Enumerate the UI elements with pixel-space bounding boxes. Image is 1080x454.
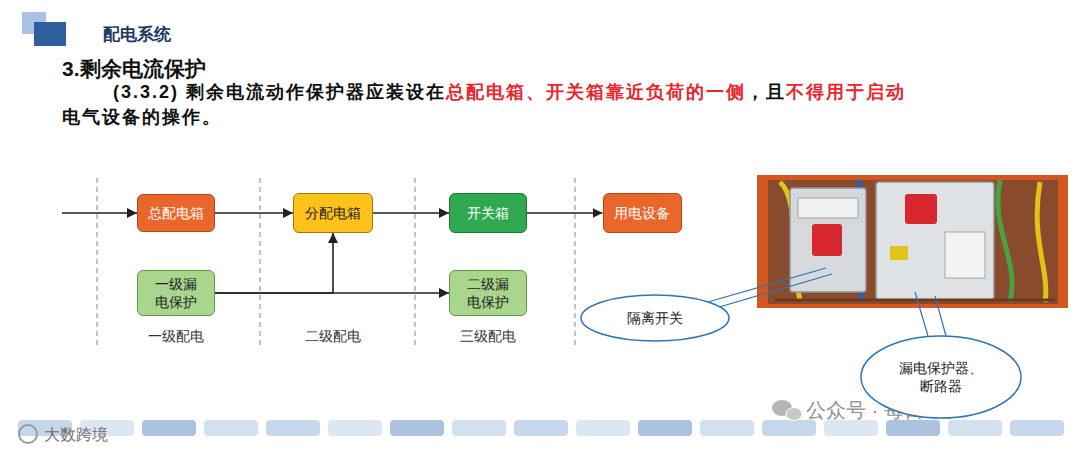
connector-arrow [215, 233, 333, 293]
breaker-handle [905, 194, 937, 224]
switch-handle [812, 224, 842, 256]
footer-bar [266, 420, 320, 436]
test-button [890, 246, 908, 260]
breaker-photo [757, 175, 1068, 308]
footer-bar [700, 420, 754, 436]
footer-bar [328, 420, 382, 436]
protection-box: 一级漏 电保护 [137, 270, 215, 316]
connector-arrow [373, 212, 449, 214]
supply-arrow [62, 212, 137, 214]
distribution-box: 开关箱 [449, 193, 527, 233]
cabinet-frame [757, 175, 1068, 308]
clause-highlight: 总配电箱、开关箱靠近负荷的一侧 [446, 82, 746, 102]
clause-highlight: 不得用于启动 [786, 82, 906, 102]
footer-bar [204, 420, 258, 436]
wire [998, 180, 1012, 302]
switch-label [798, 198, 858, 218]
distribution-box: 总配电箱 [137, 194, 215, 232]
clause-paragraph: (3.3.2) 剩余电流动作保护器应装设在总配电箱、开关箱靠近负荷的一侧，且不得… [62, 80, 1062, 130]
leader-line [915, 292, 928, 336]
footer-bar [142, 420, 196, 436]
level-divider [96, 178, 97, 346]
wechat-bubble [786, 408, 802, 421]
node-label: 隔离开关 [627, 309, 683, 327]
callout-ellipse: 隔离开关 [580, 294, 730, 342]
footer-bar [824, 420, 878, 436]
clause-text: ，且 [746, 82, 786, 102]
level-label: 三级配电 [460, 327, 516, 345]
level-divider [574, 178, 575, 346]
section-header: 配电系统 [103, 24, 171, 46]
level-label: 二级配电 [305, 327, 361, 345]
breaker-plate [945, 232, 985, 278]
wechat-icon [772, 400, 802, 421]
footer-bar [390, 420, 444, 436]
footer-bar [762, 420, 816, 436]
node-label: 开关箱 [467, 204, 509, 222]
leader-line [708, 268, 826, 302]
cabinet-inside [768, 180, 1058, 304]
clause-text: (3.3.2) 剩余电流动作保护器应装设在 [113, 82, 446, 102]
footer-bar [452, 420, 506, 436]
level-label: 一级配电 [148, 327, 204, 345]
logo-circle [19, 425, 37, 443]
node-label: 二级漏 电保护 [463, 275, 513, 311]
level-divider [414, 178, 415, 346]
level-divider [259, 178, 260, 346]
footer-bar [1010, 420, 1064, 436]
ellipse-shape [861, 336, 1021, 418]
footer-bars [18, 420, 1064, 436]
watermark: 大数跨境 [44, 424, 108, 445]
slide-heading: 3.剩余电流保护 [62, 56, 206, 82]
footer-bar [576, 420, 630, 436]
leader-line [935, 296, 946, 336]
clause-text: 电气设备的操作。 [62, 105, 1062, 130]
leakage-breaker [876, 182, 994, 300]
node-label: 总配电箱 [148, 204, 204, 222]
footer-bar [886, 420, 940, 436]
connector-arrow [215, 292, 449, 294]
footer-bar [514, 420, 568, 436]
header-icon [34, 22, 66, 46]
node-label: 漏电保护器、 断路器 [896, 359, 986, 395]
node-label: 一级漏 电保护 [151, 275, 201, 311]
leader-line [716, 274, 832, 308]
wire [1037, 182, 1046, 302]
distribution-box: 分配电箱 [293, 193, 373, 233]
node-label: 用电设备 [614, 204, 670, 222]
callout-ellipse: 漏电保护器、 断路器 [860, 335, 1022, 419]
connector-arrow [527, 212, 603, 214]
terminal-rail [775, 299, 1055, 302]
node-label: 分配电箱 [305, 204, 361, 222]
footer-bar [638, 420, 692, 436]
connector-arrow [215, 212, 293, 214]
isolating-switch [790, 188, 866, 292]
load-box: 用电设备 [603, 193, 682, 233]
footer-bar [948, 420, 1002, 436]
ellipse-outline [860, 335, 1022, 419]
protection-box: 二级漏 电保护 [449, 270, 527, 316]
ellipse-shape [581, 295, 729, 341]
